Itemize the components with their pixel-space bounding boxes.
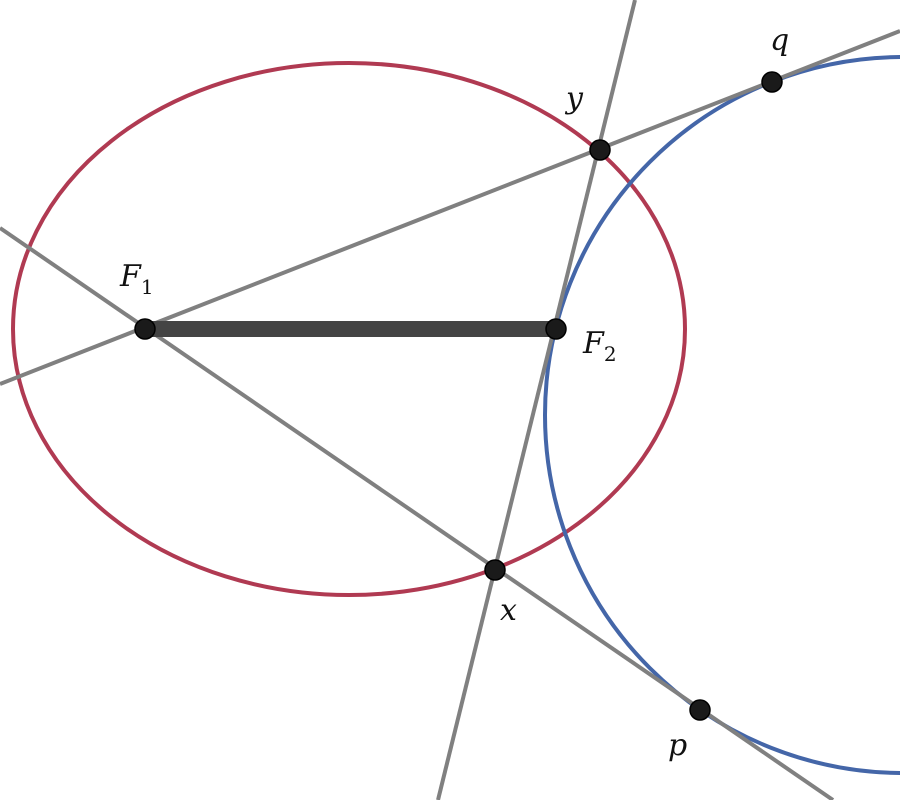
ellipse [11, 61, 687, 597]
label-y: y [564, 81, 584, 116]
label-x: x [500, 593, 517, 628]
point-y [589, 139, 611, 161]
label-f2: F2 [582, 326, 617, 366]
label-p: p [668, 728, 687, 763]
point-q [761, 71, 783, 93]
point-x [484, 559, 506, 581]
point-p [689, 699, 711, 721]
line-x-f2-y [436, 0, 637, 800]
point-f2 [545, 318, 567, 340]
point-f1 [134, 318, 156, 340]
label-q: q [770, 23, 789, 58]
circle [543, 55, 900, 775]
label-f1: F1 [119, 259, 154, 299]
